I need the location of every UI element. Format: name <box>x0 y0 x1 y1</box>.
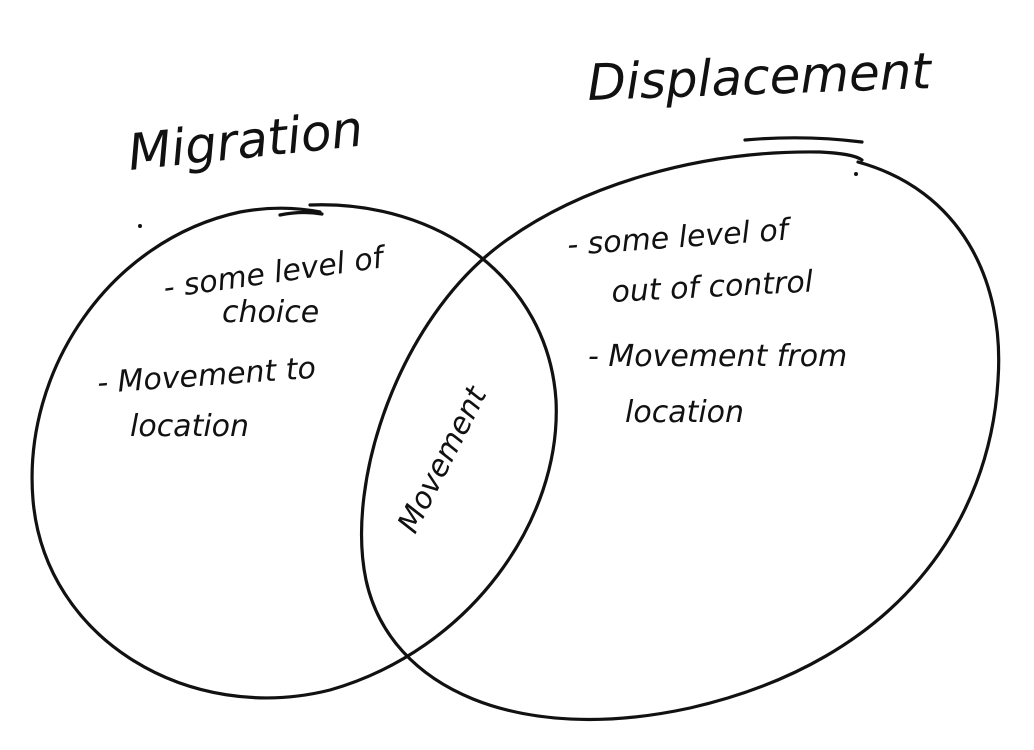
migration-point-2-line-2: location <box>130 409 249 444</box>
displacement-title: Displacement <box>586 42 934 112</box>
displacement-point-1-line-2: out of control <box>611 264 815 310</box>
intersection-label: Movement <box>391 380 495 539</box>
migration-circle <box>30 203 558 700</box>
displacement-circle <box>359 150 1001 721</box>
displacement-point-1-line-1: - some level of <box>566 212 794 263</box>
migration-point-2-line-1: - Movement to <box>96 351 317 401</box>
migration-point-1-line-2: choice <box>222 295 319 330</box>
ink-dot <box>854 172 858 176</box>
title-underline-mark <box>743 136 864 144</box>
displacement-point-2-line-2: location <box>625 395 744 430</box>
displacement-point-2-line-1: - Movement from <box>588 339 847 374</box>
ink-dot <box>138 224 142 228</box>
migration-title: Migration <box>125 100 366 182</box>
title-underline-mark <box>278 211 324 217</box>
